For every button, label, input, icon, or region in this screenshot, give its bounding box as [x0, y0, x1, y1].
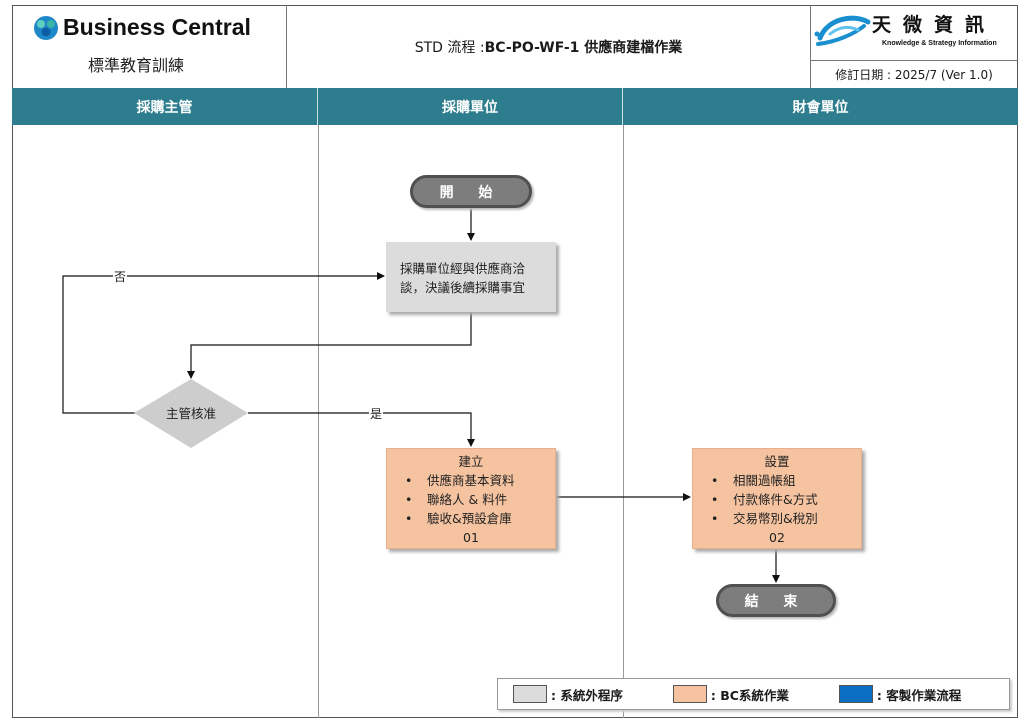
create-title: 建立 — [458, 454, 484, 469]
legend: : 系統外程序 : BC系統作業 : 客製作業流程 — [497, 678, 1010, 710]
header-brand-cell — [12, 5, 287, 88]
list-item: 相關過帳組 — [711, 471, 861, 490]
list-item: 供應商基本資料 — [405, 471, 555, 490]
lane-divider — [318, 125, 319, 718]
header-logo-cell — [810, 5, 1018, 88]
company-name-cn: 天微資訊 — [872, 14, 997, 36]
brand-subtitle: 標準教育訓練 — [88, 56, 185, 75]
legend-label: : 系統外程序 — [551, 687, 623, 703]
company-logo-icon — [814, 15, 871, 46]
setup-title: 設置 — [764, 454, 790, 469]
page-title: STD 流程 : BC-PO-WF-1 供應商建檔作業 — [287, 5, 810, 88]
create-items-list: 供應商基本資料 聯絡人 & 料件 驗收&預設倉庫 — [387, 471, 555, 528]
edge-decision-no — [62, 272, 385, 414]
legend-swatch-blue — [838, 685, 873, 703]
list-item: 交易幣別&稅別 — [711, 509, 861, 528]
legend-swatch-orange — [672, 685, 707, 703]
edge-negotiate-to-decision — [187, 312, 472, 379]
legend-label: : 客製作業流程 — [876, 687, 962, 703]
legend-item-custom: : 客製作業流程 — [838, 685, 962, 704]
decision-diamond — [134, 379, 248, 448]
negotiate-text: 採購單位經與供應商洽談，決議後續採購事宜 — [400, 261, 526, 295]
list-item: 聯絡人 & 料件 — [405, 490, 555, 509]
decision-label: 主管核准 — [165, 406, 216, 421]
title-main: BC-PO-WF-1 供應商建檔作業 — [484, 39, 683, 56]
edge-label-yes: 是 — [369, 405, 384, 422]
lane-header-purchasing: 採購單位 — [318, 88, 623, 125]
lane-header-finance: 財會單位 — [792, 99, 849, 116]
dynamics-logo-icon — [34, 15, 58, 40]
negotiate-process-box: 採購單位經與供應商洽談，決議後續採購事宜 — [386, 242, 556, 312]
list-item: 驗收&預設倉庫 — [405, 509, 555, 528]
brand: Business Central — [33, 14, 251, 41]
setup-step-code: 02 — [769, 530, 785, 545]
legend-item-bc: : BC系統作業 — [672, 685, 789, 704]
create-step-code: 01 — [463, 530, 479, 545]
legend-item-external: : 系統外程序 — [513, 685, 623, 704]
page-frame — [12, 5, 1018, 718]
brand-name: Business Central — [63, 14, 251, 40]
edge-label-no: 否 — [113, 268, 128, 285]
setup-items-list: 相關過帳組 付款條件&方式 交易幣別&稅別 — [693, 471, 861, 528]
create-vendor-box: 建立 供應商基本資料 聯絡人 & 料件 驗收&預設倉庫 01 — [386, 448, 556, 549]
legend-swatch-grey — [513, 685, 547, 703]
list-item: 付款條件&方式 — [711, 490, 861, 509]
lane-header-manager: 採購主管 — [12, 88, 318, 125]
legend-label: : BC系統作業 — [710, 687, 789, 703]
start-terminal: 開 始 — [410, 175, 532, 208]
lane-divider — [623, 125, 624, 718]
title-prefix: STD 流程 : — [414, 39, 485, 56]
swimlane-header: 採購主管 採購單位 財會單位 — [12, 88, 1018, 125]
setup-vendor-box: 設置 相關過帳組 付款條件&方式 交易幣別&稅別 02 — [692, 448, 862, 549]
revision-date: 修訂日期 : 2025/7 (Ver 1.0) — [810, 60, 1018, 88]
edge-decision-yes — [248, 412, 475, 447]
end-terminal: 結 束 — [716, 584, 836, 617]
company-name-en: Knowledge & Strategy Information — [882, 40, 997, 47]
